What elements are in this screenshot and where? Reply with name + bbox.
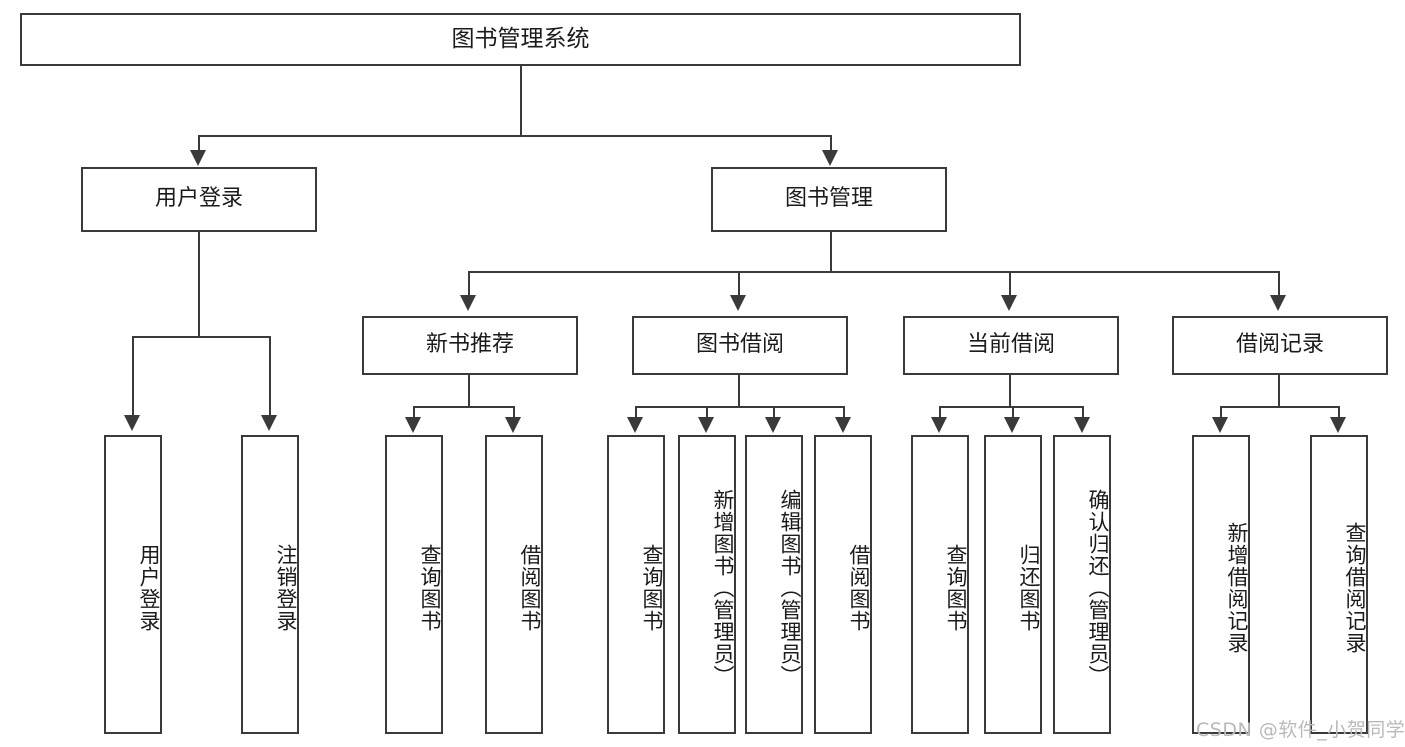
arrow-br-to-leaf1 bbox=[1212, 417, 1228, 433]
connector-book-manage-bus bbox=[468, 271, 1280, 273]
connector-bb-to-leaf3 bbox=[773, 406, 775, 418]
node-user-login[interactable]: 用户登录 bbox=[81, 167, 317, 232]
arrow-br-to-leaf2 bbox=[1330, 417, 1346, 433]
connector-bb-to-leaf4 bbox=[843, 406, 845, 418]
node-label: 图书管理系统 bbox=[451, 25, 590, 52]
connector-cb-bus bbox=[939, 406, 1082, 408]
connector-nbr-trunk bbox=[468, 375, 470, 406]
connector-root-to-user-login bbox=[198, 135, 200, 151]
arrow-root-to-user-login bbox=[190, 150, 206, 166]
csdn-watermark: CSDN @软件_小贺同学 bbox=[1196, 719, 1405, 741]
arrow-bb-to-leaf2 bbox=[698, 417, 714, 433]
node-label: 当前借阅 bbox=[966, 332, 1055, 358]
arrow-bm-to-borrow-record bbox=[1270, 295, 1286, 311]
node-label: 用户登录 bbox=[154, 186, 243, 212]
connector-nbr-to-leaf2 bbox=[513, 406, 515, 418]
connector-bb-trunk bbox=[738, 375, 740, 406]
arrow-cb-to-leaf1 bbox=[931, 417, 947, 433]
arrow-root-to-book-manage bbox=[822, 150, 838, 166]
arrow-nbr-to-leaf2 bbox=[505, 417, 521, 433]
node-label: 借阅图书 bbox=[847, 543, 871, 632]
connector-bm-to-new-book-rec bbox=[468, 271, 470, 296]
node-label: 编辑图书（管理员） bbox=[778, 488, 802, 687]
node-label: 新书推荐 bbox=[425, 332, 514, 358]
arrow-bb-to-leaf4 bbox=[835, 417, 851, 433]
arrow-cb-to-leaf3 bbox=[1074, 417, 1090, 433]
node-leaf-query-book-1[interactable]: 查询图书 bbox=[385, 435, 443, 734]
node-label: 新增借阅记录 bbox=[1225, 521, 1249, 654]
connector-user-login-bus bbox=[132, 336, 270, 338]
arrow-bb-to-leaf1 bbox=[627, 417, 643, 433]
connector-bm-to-borrow-record bbox=[1278, 271, 1280, 296]
node-label: 确认归还（管理员） bbox=[1086, 488, 1110, 687]
connector-root-to-book-manage bbox=[830, 135, 832, 151]
node-label: 查询借阅记录 bbox=[1343, 521, 1367, 654]
connector-root-trunk bbox=[520, 66, 522, 135]
connector-br-bus bbox=[1220, 406, 1338, 408]
connector-bm-to-current-borrow bbox=[1009, 271, 1011, 296]
node-leaf-add-book[interactable]: 新增图书（管理员） bbox=[678, 435, 736, 734]
node-label: 注销登录 bbox=[274, 543, 298, 632]
node-label: 查询图书 bbox=[640, 543, 664, 632]
node-leaf-query-book-3[interactable]: 查询图书 bbox=[911, 435, 969, 734]
arrow-nbr-to-leaf1 bbox=[405, 417, 421, 433]
connector-nbr-bus bbox=[413, 406, 513, 408]
arrow-user-login-to-leaf2 bbox=[261, 415, 277, 431]
node-book-manage[interactable]: 图书管理 bbox=[711, 167, 947, 232]
connector-nbr-to-leaf1 bbox=[413, 406, 415, 418]
node-leaf-user-logout[interactable]: 注销登录 bbox=[241, 435, 299, 734]
arrow-bm-to-book-borrow bbox=[730, 295, 746, 311]
connector-user-login-to-leaf2 bbox=[269, 336, 271, 416]
connector-user-login-trunk bbox=[198, 232, 200, 336]
node-leaf-confirm-return[interactable]: 确认归还（管理员） bbox=[1053, 435, 1111, 734]
node-leaf-user-login[interactable]: 用户登录 bbox=[104, 435, 162, 734]
node-label: 归还图书 bbox=[1017, 543, 1041, 632]
node-root-system[interactable]: 图书管理系统 bbox=[20, 13, 1021, 66]
connector-root-bus bbox=[198, 135, 832, 137]
arrow-bm-to-new-book-rec bbox=[460, 295, 476, 311]
connector-book-manage-trunk bbox=[830, 232, 832, 271]
connector-cb-to-leaf2 bbox=[1012, 406, 1014, 418]
node-label: 图书借阅 bbox=[695, 332, 784, 358]
connector-bb-to-leaf1 bbox=[635, 406, 637, 418]
node-leaf-borrow-book-2[interactable]: 借阅图书 bbox=[814, 435, 872, 734]
node-label: 查询图书 bbox=[944, 543, 968, 632]
node-leaf-edit-book[interactable]: 编辑图书（管理员） bbox=[745, 435, 803, 734]
connector-cb-to-leaf1 bbox=[939, 406, 941, 418]
arrow-bb-to-leaf3 bbox=[765, 417, 781, 433]
node-leaf-borrow-book-1[interactable]: 借阅图书 bbox=[485, 435, 543, 734]
node-label: 借阅图书 bbox=[518, 543, 542, 632]
node-label: 用户登录 bbox=[137, 543, 161, 632]
arrow-bm-to-current-borrow bbox=[1001, 295, 1017, 311]
node-label: 图书管理 bbox=[784, 186, 873, 212]
connector-bb-bus bbox=[635, 406, 843, 408]
node-label: 新增图书（管理员） bbox=[711, 488, 735, 687]
node-leaf-query-record[interactable]: 查询借阅记录 bbox=[1310, 435, 1368, 734]
node-label: 查询图书 bbox=[418, 543, 442, 632]
connector-cb-to-leaf3 bbox=[1082, 406, 1084, 418]
arrow-cb-to-leaf2 bbox=[1004, 417, 1020, 433]
node-new-book-rec[interactable]: 新书推荐 bbox=[362, 316, 578, 375]
node-book-borrow[interactable]: 图书借阅 bbox=[632, 316, 848, 375]
node-current-borrow[interactable]: 当前借阅 bbox=[903, 316, 1119, 375]
connector-br-to-leaf1 bbox=[1220, 406, 1222, 418]
node-borrow-record[interactable]: 借阅记录 bbox=[1172, 316, 1388, 375]
node-label: 借阅记录 bbox=[1235, 332, 1324, 358]
connector-user-login-to-leaf1 bbox=[132, 336, 134, 416]
connector-cb-trunk bbox=[1009, 375, 1011, 406]
connector-bb-to-leaf2 bbox=[706, 406, 708, 418]
node-leaf-return-book[interactable]: 归还图书 bbox=[984, 435, 1042, 734]
node-leaf-query-book-2[interactable]: 查询图书 bbox=[607, 435, 665, 734]
node-leaf-add-record[interactable]: 新增借阅记录 bbox=[1192, 435, 1250, 734]
connector-br-trunk bbox=[1278, 375, 1280, 406]
connector-bm-to-book-borrow bbox=[738, 271, 740, 296]
arrow-user-login-to-leaf1 bbox=[124, 415, 140, 431]
connector-br-to-leaf2 bbox=[1338, 406, 1340, 418]
